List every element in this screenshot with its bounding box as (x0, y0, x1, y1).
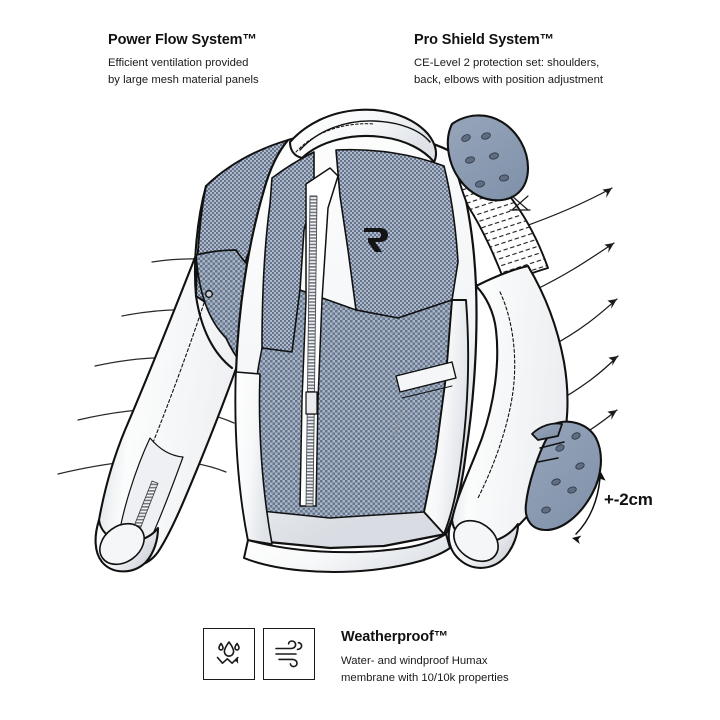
collar (288, 108, 438, 164)
feature-power-flow-description: Efficient ventilation provided by large … (108, 57, 259, 86)
elbow-protector-slot (537, 441, 565, 463)
left-cuff (94, 518, 160, 573)
feature-pro-shield: Pro Shield System™ CE-Level 2 protection… (414, 32, 603, 88)
left-arm-rivet (205, 290, 213, 298)
right-sleeve (450, 264, 569, 548)
left-arm-outline (193, 184, 234, 370)
adjustment-arrow (575, 477, 601, 535)
brand-logo (364, 228, 388, 252)
right-cuff (447, 518, 520, 569)
collar-inner (299, 120, 431, 151)
hem (243, 533, 451, 573)
shoulder-protector (446, 114, 530, 202)
chest-mesh-right (335, 148, 459, 319)
zipper-pull (305, 391, 318, 415)
shoulder-adjuster (509, 195, 531, 211)
elbow-adjustment-label: +-2cm (604, 490, 653, 509)
jacket-graphic: REBELHORN (94, 108, 606, 573)
left-sleeve (97, 253, 260, 568)
left-sleeve-seam (128, 271, 215, 526)
left-cuff-opening (99, 522, 145, 566)
airflow-arrows-right (519, 187, 619, 456)
water-repellent-icon-box (203, 628, 255, 680)
feature-power-flow-title: Power Flow System™ (108, 32, 257, 48)
torso-mesh-lower (249, 289, 453, 519)
front-placket-left (234, 371, 273, 545)
weatherproof-description: Water- and windproof Humax membrane with… (341, 655, 509, 684)
shoulder-protector-vents (461, 132, 510, 188)
left-upper-arm-mesh (195, 249, 277, 377)
weatherproof-title: Weatherproof™ (341, 629, 449, 645)
weatherproof-section: Weatherproof™ Water- and windproof Humax… (203, 628, 509, 686)
right-front-panel (423, 299, 470, 535)
chest-mesh-left (261, 151, 315, 353)
main-zipper (305, 195, 318, 507)
collar-stitch (295, 123, 375, 153)
water-repellent-icon (216, 641, 240, 664)
airflow-lines-left (57, 258, 273, 475)
shell-label: REBELHORN (392, 406, 405, 438)
left-sleeve-zipper (129, 480, 159, 540)
elbow-protector-vents (541, 432, 585, 514)
left-shoulder-mesh (195, 139, 301, 323)
adjustment-arrowheads (572, 472, 606, 544)
torso-shell (234, 129, 478, 550)
right-sleeve-seam (477, 291, 516, 499)
feature-pro-shield-description: CE-Level 2 protection set: shoulders, ba… (414, 57, 604, 86)
weatherproof-text: Weatherproof™ Water- and windproof Humax… (341, 628, 509, 686)
feature-power-flow: Power Flow System™ Efficient ventilation… (108, 32, 259, 88)
right-shoulder-panel (451, 151, 549, 287)
right-pocket (395, 361, 457, 393)
windproof-icon-box (263, 628, 315, 680)
elbow-protector (524, 420, 602, 532)
right-cuff-opening (453, 519, 499, 563)
pocket-detail (401, 385, 453, 399)
feature-pro-shield-title: Pro Shield System™ (414, 32, 555, 48)
zipper-tape (299, 167, 339, 507)
left-sleeve-panel (117, 437, 184, 550)
elbow-protector-notch (531, 422, 563, 441)
windproof-icon (275, 640, 303, 668)
